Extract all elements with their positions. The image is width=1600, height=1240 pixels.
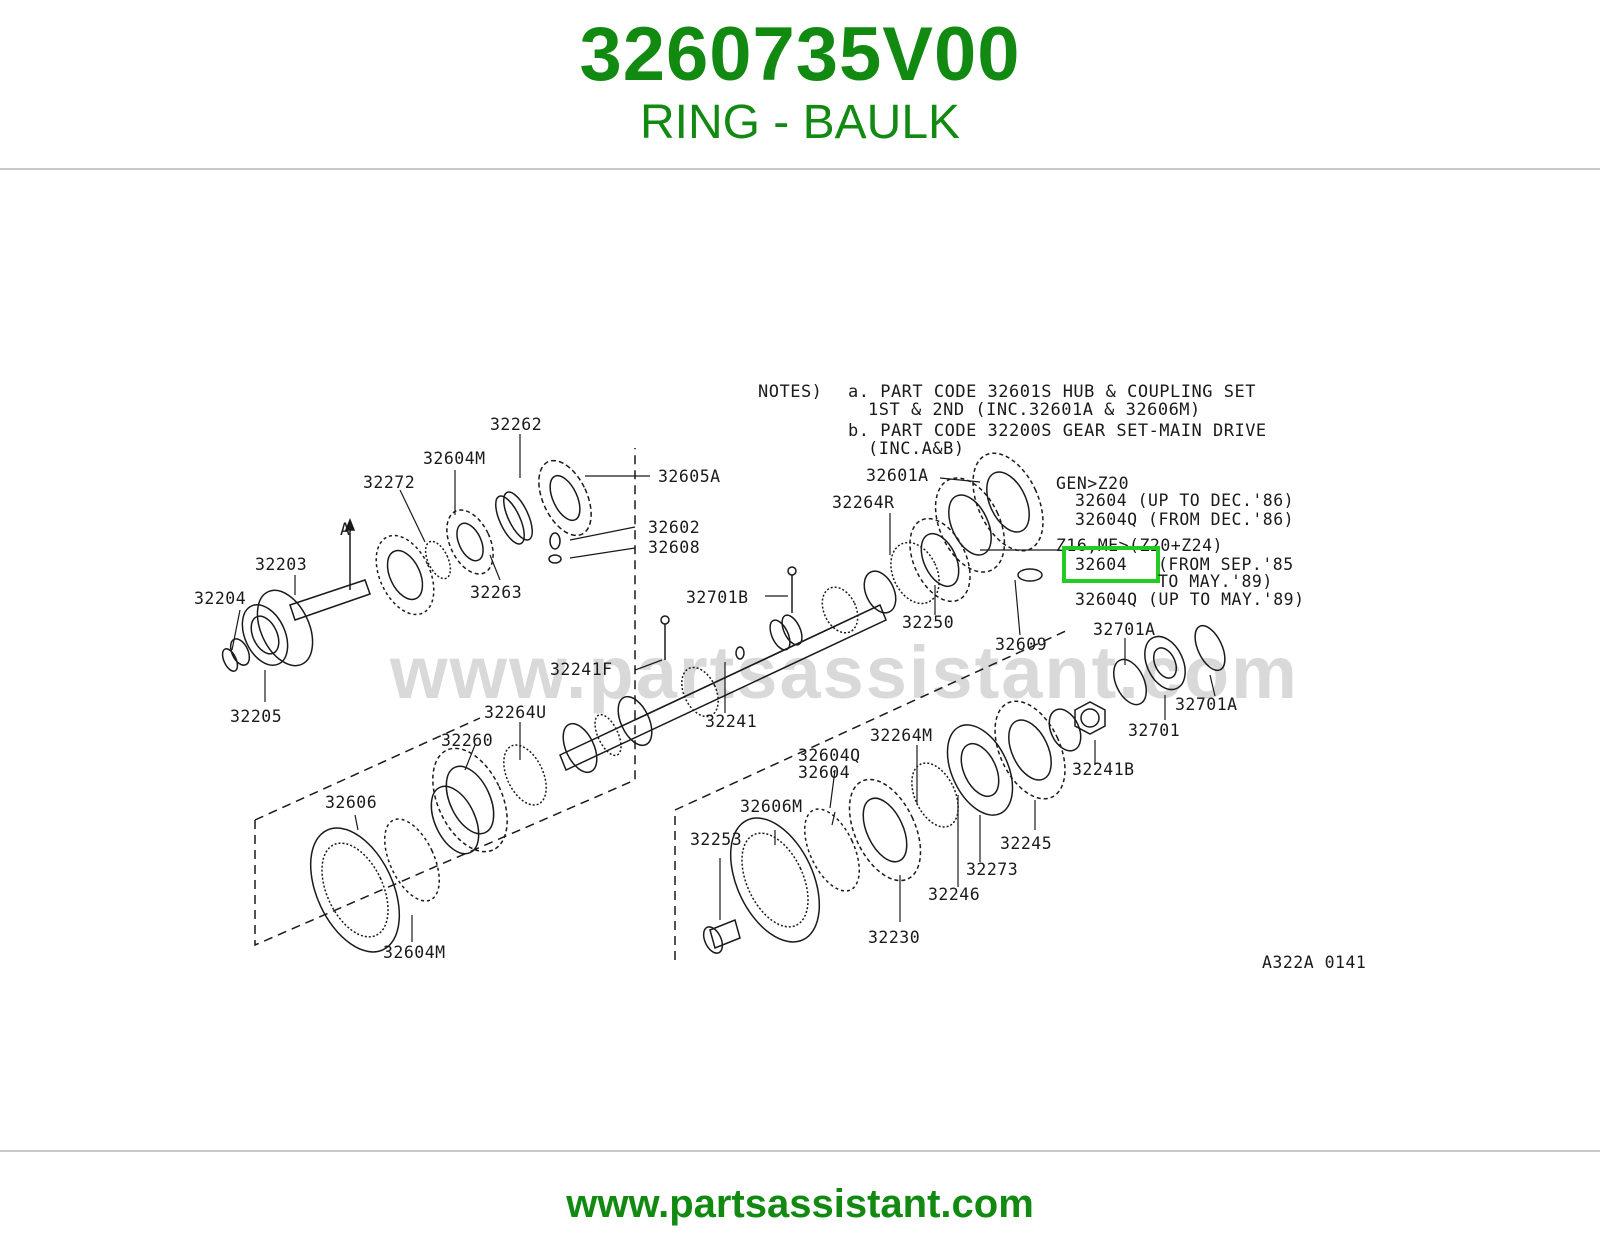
- dashed-box-bottom: [674, 629, 1069, 960]
- callout-32604m-bottom[interactable]: 32604M: [383, 943, 446, 962]
- callout-32604q[interactable]: 32604Q: [798, 746, 861, 765]
- callout-32264m[interactable]: 32264M: [870, 726, 933, 745]
- callout-32604m-top[interactable]: 32604M: [423, 449, 486, 468]
- applicability-gen: GEN>Z20: [1056, 474, 1129, 493]
- callout-32241b[interactable]: 32241B: [1072, 760, 1135, 779]
- callout-32602[interactable]: 32602: [648, 518, 700, 537]
- callout-32604-mid[interactable]: 32604: [798, 763, 850, 782]
- callout-32241[interactable]: 32241: [705, 712, 757, 731]
- callout-32701a-upper[interactable]: 32701A: [1093, 620, 1156, 639]
- applicability-line2: 32604Q (FROM DEC.'86): [1075, 510, 1294, 529]
- callout-labels: 32262 32604M 32605A 32272 32602 32608 32…: [194, 415, 1238, 962]
- applicability-line3a: (FROM SEP.'85: [1158, 555, 1294, 574]
- reference-letter-a: A: [340, 520, 350, 539]
- callout-32273[interactable]: 32273: [966, 860, 1018, 879]
- callout-32260[interactable]: 32260: [441, 731, 493, 750]
- callout-32245[interactable]: 32245: [1000, 834, 1052, 853]
- callout-32264u[interactable]: 32264U: [484, 703, 547, 722]
- callout-32608[interactable]: 32608: [648, 538, 700, 557]
- notes-label: NOTES): [758, 382, 822, 402]
- applicability-line3b: TO MAY.'89): [1158, 572, 1273, 591]
- part-number: 3260735V00: [579, 12, 1021, 97]
- callout-32264r[interactable]: 32264R: [832, 493, 895, 512]
- dashed-box-left-top: [254, 717, 481, 821]
- part-name: RING - BAULK: [639, 96, 961, 149]
- callout-32606[interactable]: 32606: [325, 793, 377, 812]
- callout-32253[interactable]: 32253: [690, 830, 742, 849]
- gear-cluster-right: [909, 452, 1044, 603]
- applicability-line4: 32604Q (UP TO MAY.'89): [1075, 590, 1305, 609]
- note-b-line2: (INC.A&B): [868, 439, 965, 459]
- callout-32263[interactable]: 32263: [470, 583, 522, 602]
- callout-32605a[interactable]: 32605A: [658, 467, 721, 486]
- callout-32701a-right[interactable]: 32701A: [1175, 695, 1238, 714]
- header-divider: [0, 168, 1600, 170]
- dashed-box-left: [254, 448, 636, 947]
- footer-url[interactable]: www.partsassistant.com: [566, 1182, 1034, 1226]
- applicability-block: GEN>Z20 32604 (UP TO DEC.'86) 32604Q (FR…: [1056, 474, 1305, 609]
- callout-32701[interactable]: 32701: [1128, 721, 1180, 740]
- applicability-z16: Z16,ME>(Z20+Z24): [1056, 536, 1223, 555]
- page-header: 3260735V00 RING - BAULK: [0, 0, 1600, 168]
- callout-32204[interactable]: 32204: [194, 589, 246, 608]
- callout-32246[interactable]: 32246: [928, 885, 980, 904]
- gear-cluster-lower-left: [309, 744, 547, 953]
- callout-32606m[interactable]: 32606M: [740, 797, 803, 816]
- callout-32230[interactable]: 32230: [868, 928, 920, 947]
- gear-cluster-lower-right: [702, 624, 1226, 954]
- note-b-line1: b. PART CODE 32200S GEAR SET-MAIN DRIVE: [848, 421, 1267, 441]
- note-a-line2: 1ST & 2ND (INC.32601A & 32606M): [868, 400, 1201, 420]
- leader-lines: [231, 434, 1216, 942]
- highlighted-part-number[interactable]: 32604: [1075, 555, 1127, 574]
- callout-32701b[interactable]: 32701B: [686, 588, 749, 607]
- highlight-box[interactable]: [1062, 546, 1160, 583]
- callout-32241f[interactable]: 32241F: [550, 660, 613, 679]
- notes-block: NOTES) a. PART CODE 32601S HUB & COUPLIN…: [758, 382, 1267, 459]
- watermark: www.partsassistant.com: [389, 631, 1299, 714]
- callout-32203[interactable]: 32203: [255, 555, 307, 574]
- callout-32250[interactable]: 32250: [902, 613, 954, 632]
- callout-32262[interactable]: 32262: [490, 415, 542, 434]
- callout-32601a[interactable]: 32601A: [866, 466, 929, 485]
- parts-diagram: www.partsassistant.com: [180, 330, 1420, 1010]
- applicability-line1: 32604 (UP TO DEC.'86): [1075, 491, 1294, 510]
- note-a-line1: a. PART CODE 32601S HUB & COUPLING SET: [848, 382, 1256, 402]
- callout-32272[interactable]: 32272: [363, 473, 415, 492]
- exploded-view-svg: www.partsassistant.com: [194, 382, 1366, 972]
- footer-divider: [0, 1150, 1600, 1152]
- figure-code: A322A 0141: [1262, 953, 1366, 972]
- callout-32205[interactable]: 32205: [230, 707, 282, 726]
- callout-32609[interactable]: 32609: [995, 635, 1047, 654]
